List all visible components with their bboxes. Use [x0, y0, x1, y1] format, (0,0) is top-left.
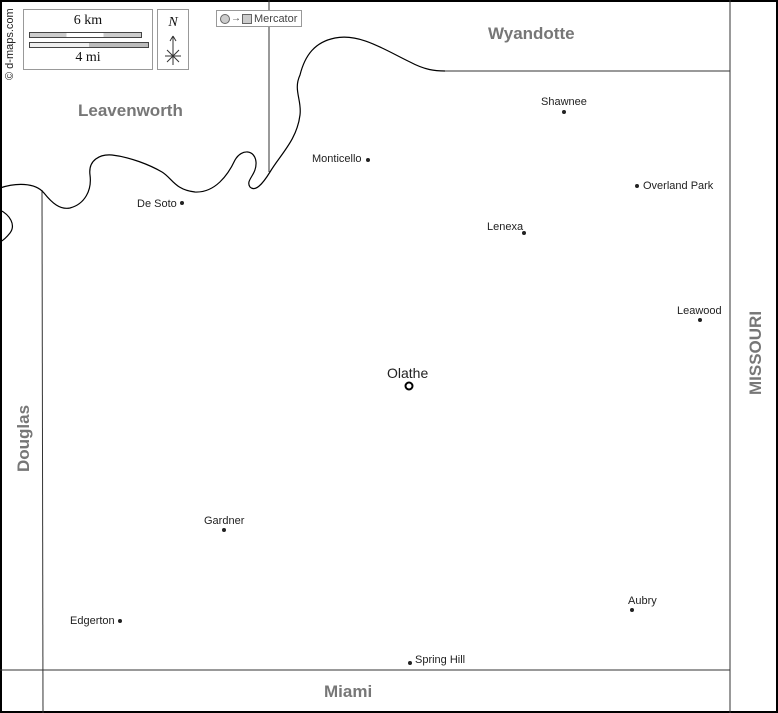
city-edgerton: Edgerton [70, 615, 115, 627]
city-dot [222, 528, 226, 532]
city-dot [118, 619, 122, 623]
city-spring-hill: Spring Hill [415, 654, 466, 666]
city-dot [180, 201, 184, 205]
city-shawnee: Shawnee [541, 96, 587, 108]
city-dot [408, 661, 412, 665]
scale-bar: 6 km 4 mi [23, 9, 153, 70]
capital-label: Olathe [387, 365, 429, 381]
projection-badge: → Mercator [216, 10, 302, 27]
compass-icon [165, 35, 181, 65]
copyright-text: © d-maps.com [4, 8, 16, 80]
city-dot [522, 231, 526, 235]
river-loop [0, 209, 13, 243]
city-overland-park: Overland Park [643, 180, 714, 192]
north-arrow: N [157, 9, 189, 70]
city-dot [698, 318, 702, 322]
projection-label: Mercator [254, 12, 298, 25]
north-label: N [168, 15, 178, 30]
county-douglas: Douglas [14, 404, 33, 472]
city-leawood: Leawood [677, 305, 722, 317]
scale-mi-label: 4 mi [75, 50, 101, 65]
city-gardner: Gardner [204, 515, 245, 527]
city-dot [562, 110, 566, 114]
city-de-soto: De Soto [137, 198, 177, 210]
county-wyandotte: Wyandotte [488, 24, 575, 43]
scale-km-label: 6 km [73, 13, 103, 28]
kansas-river [0, 36, 446, 209]
city-dot [630, 608, 634, 612]
state-missouri: MISSOURI [746, 310, 765, 395]
county-miami: Miami [324, 682, 373, 701]
city-dot [366, 158, 370, 162]
douglas-county-border [41, 189, 44, 713]
circle-to-square-icon: → [220, 13, 252, 24]
city-dot [635, 184, 639, 188]
city-monticello: Monticello [312, 153, 362, 165]
county-leavenworth: Leavenworth [78, 101, 183, 120]
city-lenexa: Lenexa [487, 221, 524, 233]
city-aubry: Aubry [628, 595, 657, 607]
scale-km-bar [29, 32, 142, 38]
capital-marker [404, 381, 414, 391]
scale-mi-bar [29, 42, 149, 48]
